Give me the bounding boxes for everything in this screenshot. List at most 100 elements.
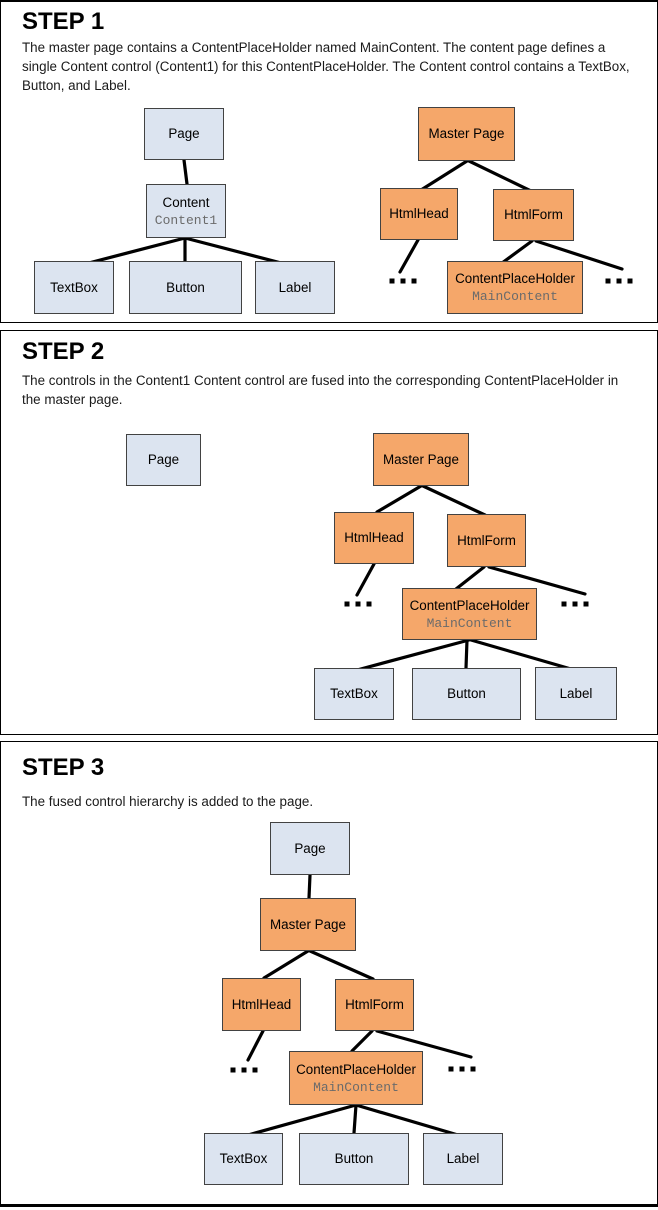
node-label: ContentPlaceHolder — [296, 1061, 416, 1077]
tree-edge — [182, 158, 189, 186]
ellipsis-dot — [605, 278, 611, 284]
ellipsis-dot — [366, 601, 372, 607]
node-code-id: MainContent — [472, 289, 558, 304]
ellipsis-dot — [616, 278, 622, 284]
step-title: STEP 2 — [22, 338, 105, 365]
master-page-node: Master Page — [418, 107, 515, 161]
tree-edge — [355, 638, 471, 672]
button-node: Button — [299, 1133, 409, 1185]
node-label: Button — [447, 686, 486, 701]
ellipsis-dot — [411, 278, 417, 284]
htmlform-node: HtmlForm — [493, 189, 574, 241]
textbox-node: TextBox — [34, 261, 114, 314]
ellipsis-dot — [572, 601, 578, 607]
step-panel-2: STEP 2 The controls in the Content1 Conte… — [0, 330, 658, 735]
node-label: Master Page — [383, 451, 459, 467]
button-node: Button — [412, 668, 521, 720]
ellipsis-dot — [627, 278, 633, 284]
tree-edge — [464, 638, 469, 670]
htmlform-node: HtmlForm — [335, 979, 414, 1031]
node-code-id: MainContent — [426, 615, 513, 631]
ellipsis-icon — [448, 1066, 476, 1072]
ellipsis-dot — [459, 1066, 465, 1072]
step-panel-3: STEP 3 The fused control hierarchy is add… — [0, 741, 658, 1207]
ellipsis-dot — [448, 1066, 454, 1072]
ellipsis-dot — [252, 1067, 258, 1073]
label-node: Label — [255, 261, 335, 314]
node-label: Label — [278, 279, 312, 295]
node-label: TextBox — [50, 279, 98, 295]
node-label: Page — [294, 840, 326, 856]
textbox-node: TextBox — [314, 668, 394, 720]
node-label: Button — [334, 1151, 374, 1166]
node-label: Label — [559, 685, 593, 701]
ellipsis-dot — [230, 1067, 236, 1073]
node-label: Content — [162, 194, 210, 210]
node-label: ContentPlaceHolder — [455, 271, 575, 286]
htmlhead-node: HtmlHead — [222, 978, 301, 1031]
node-label: ContentPlaceHolder — [409, 597, 530, 613]
node-label: Label — [446, 1151, 480, 1166]
ellipsis-dot — [400, 278, 406, 284]
ellipsis-dot — [344, 601, 350, 607]
node-label: Page — [147, 452, 180, 467]
node-label: TextBox — [330, 686, 378, 701]
tree-edge — [307, 873, 312, 900]
step-description: The fused control hierarchy is added to … — [22, 794, 314, 809]
tree-edge — [355, 562, 376, 597]
tree-edge — [469, 638, 573, 671]
tree-edge — [398, 238, 420, 274]
node-label: HtmlHead — [389, 206, 449, 221]
label-node: Label — [423, 1133, 503, 1185]
ellipsis-icon — [561, 601, 589, 607]
node-label: TextBox — [219, 1151, 268, 1166]
tree-edge — [350, 1029, 374, 1053]
tree-edge — [421, 484, 487, 517]
tree-edge — [500, 239, 534, 265]
step-description: The master page contains a ContentPlaceH… — [22, 40, 630, 93]
tree-edge — [419, 159, 469, 192]
node-label: HtmlForm — [504, 207, 563, 222]
ellipsis-dot — [470, 1066, 476, 1072]
ellipsis-dot — [241, 1067, 247, 1073]
node-label: Button — [166, 279, 205, 295]
step-title: STEP 3 — [22, 754, 105, 781]
step-panel-1: STEP 1 The master page contains a Content… — [0, 0, 658, 323]
htmlhead-node: HtmlHead — [380, 188, 458, 240]
node-label: HtmlForm — [345, 997, 404, 1012]
node-label: HtmlHead — [344, 530, 404, 545]
button-node: Button — [129, 261, 242, 314]
node-label: HtmlHead — [231, 996, 292, 1012]
page-node: Page — [144, 108, 224, 160]
node-label: HtmlForm — [457, 532, 516, 548]
node-label: Page — [168, 126, 200, 141]
ellipsis-icon — [389, 278, 417, 284]
ellipsis-dot — [561, 601, 567, 607]
node-code-id: MainContent — [313, 1079, 399, 1095]
master-page-node: Master Page — [260, 898, 356, 951]
tree-edge — [352, 1103, 358, 1135]
step-description: The controls in the Content1 Content con… — [22, 373, 619, 407]
htmlhead-node: HtmlHead — [334, 512, 414, 564]
label-node: Label — [535, 667, 617, 720]
tree-edge — [262, 949, 310, 980]
tree-edge — [308, 949, 375, 981]
tree-edge — [246, 1029, 265, 1062]
tree-edge — [375, 484, 423, 514]
ellipsis-icon — [230, 1067, 258, 1073]
ellipsis-dot — [389, 278, 395, 284]
page-node: Page — [270, 822, 350, 875]
tree-edge — [467, 159, 533, 193]
step-title: STEP 1 — [22, 8, 105, 35]
textbox-node: TextBox — [204, 1133, 283, 1185]
tree-edge — [354, 1103, 460, 1137]
tree-edge — [246, 1103, 358, 1137]
ellipsis-icon — [344, 601, 372, 607]
ellipsis-icon — [605, 278, 633, 284]
node-code-id: Content1 — [154, 212, 218, 228]
ellipsis-dot — [583, 601, 589, 607]
